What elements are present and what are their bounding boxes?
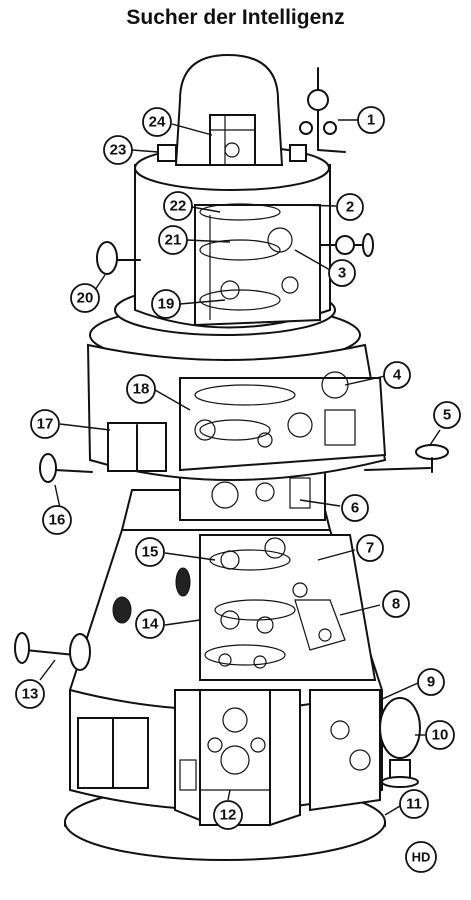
callout-2: 2 — [336, 193, 364, 221]
callout-label: 4 — [393, 367, 402, 384]
callout-label: 10 — [432, 727, 449, 744]
callout-label: 23 — [110, 142, 127, 159]
appendages — [14, 67, 449, 788]
callout-6: 6 — [341, 494, 369, 522]
callout-8: 8 — [382, 590, 410, 618]
callout-leaders — [39, 119, 441, 816]
callout-15: 15 — [135, 537, 165, 567]
callout-label: 13 — [22, 686, 39, 703]
callout-9: 9 — [417, 668, 445, 696]
callout-17: 17 — [30, 409, 60, 439]
callout-7: 7 — [356, 534, 384, 562]
callout-label: 6 — [351, 500, 359, 517]
callout-18: 18 — [126, 374, 156, 404]
callout-label: 16 — [49, 512, 66, 529]
callout-label: 14 — [142, 616, 159, 633]
hd-monogram: HD — [405, 841, 437, 873]
callout-label: 24 — [149, 114, 166, 131]
callout-label: 2 — [346, 199, 354, 216]
callout-5: 5 — [433, 401, 461, 429]
callout-label: 21 — [165, 232, 182, 249]
callout-16: 16 — [42, 505, 72, 535]
upper-module — [114, 145, 336, 336]
callout-13: 13 — [15, 679, 45, 709]
callout-3: 3 — [328, 259, 356, 287]
page-title: Sucher der Intelligenz — [126, 6, 345, 29]
callout-23: 23 — [103, 135, 133, 165]
callout-label: 11 — [406, 796, 422, 813]
callout-10: 10 — [425, 720, 455, 750]
callout-label: 20 — [77, 290, 94, 307]
callout-11: 11 — [399, 789, 429, 819]
callout-label: 18 — [133, 381, 150, 398]
monogram-label: HD — [412, 850, 431, 865]
callout-22: 22 — [163, 191, 193, 221]
callout-1: 1 — [357, 106, 385, 134]
callout-label: 8 — [392, 596, 400, 613]
callout-12: 12 — [213, 800, 243, 830]
callout-19: 19 — [151, 289, 181, 319]
lower-module — [69, 529, 383, 827]
callout-label: 3 — [338, 265, 346, 282]
dome — [157, 53, 307, 166]
callout-label: 5 — [443, 407, 451, 424]
callout-4: 4 — [383, 361, 411, 389]
callout-21: 21 — [158, 225, 188, 255]
callout-label: 17 — [37, 416, 54, 433]
callout-24: 24 — [142, 107, 172, 137]
callout-14: 14 — [135, 609, 165, 639]
callout-label: 19 — [158, 296, 175, 313]
callout-label: 1 — [367, 112, 375, 129]
callout-label: 9 — [427, 674, 435, 691]
callout-label: 12 — [220, 807, 237, 824]
callout-20: 20 — [70, 283, 100, 313]
callout-label: 15 — [142, 544, 159, 561]
callout-label: 22 — [170, 198, 187, 215]
callout-label: 7 — [366, 540, 374, 557]
